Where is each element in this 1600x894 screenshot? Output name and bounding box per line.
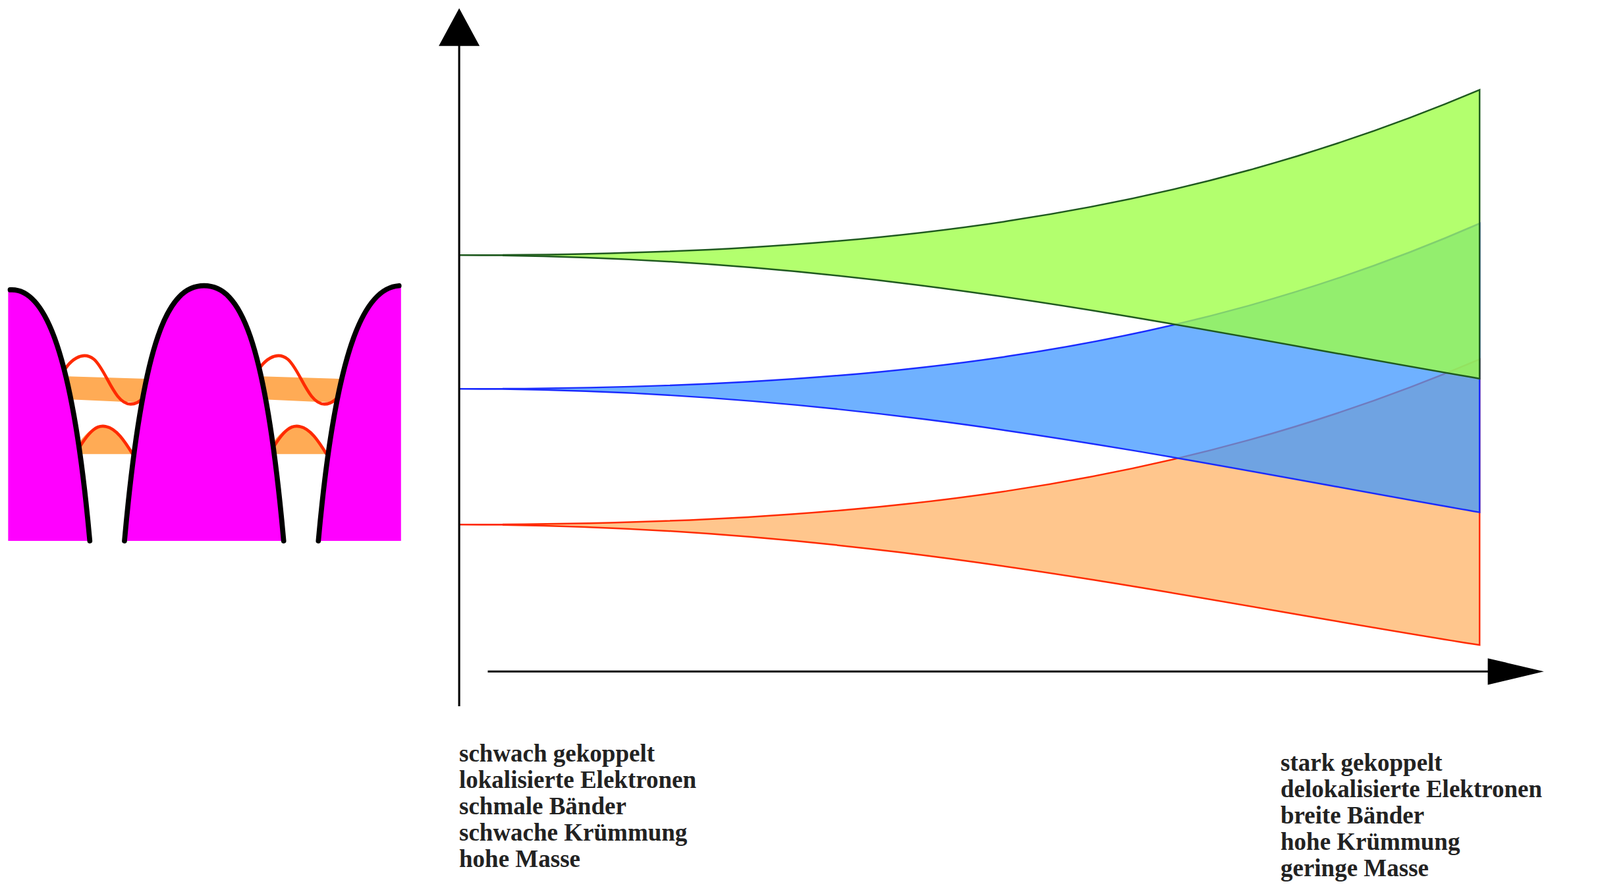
strong-coupling-note: hohe Krümmung	[1280, 828, 1460, 856]
barrier-outlines	[9, 285, 399, 541]
weak-coupling-note: hohe Masse	[459, 845, 581, 873]
strong-coupling-note: breite Bänder	[1280, 802, 1425, 829]
band-green	[459, 89, 1480, 379]
x-axis	[487, 670, 1492, 673]
strong-coupling-note: delokalisierte Elektronen	[1280, 775, 1543, 803]
potential-barriers	[7, 285, 401, 541]
y-axis-arrowhead	[438, 7, 480, 46]
strong-coupling-note: stark gekoppelt	[1280, 749, 1443, 776]
weak-coupling-note: schmale Bänder	[459, 793, 627, 820]
weak-coupling-note: schwache Krümmung	[459, 819, 688, 846]
strong-coupling-note: geringe Masse	[1280, 855, 1429, 882]
weak-coupling-note: schwach gekoppelt	[459, 740, 655, 767]
weak-coupling-note: lokalisierte Elektronen	[459, 766, 697, 794]
y-axis	[458, 40, 461, 707]
x-axis-arrowhead	[1488, 658, 1545, 685]
